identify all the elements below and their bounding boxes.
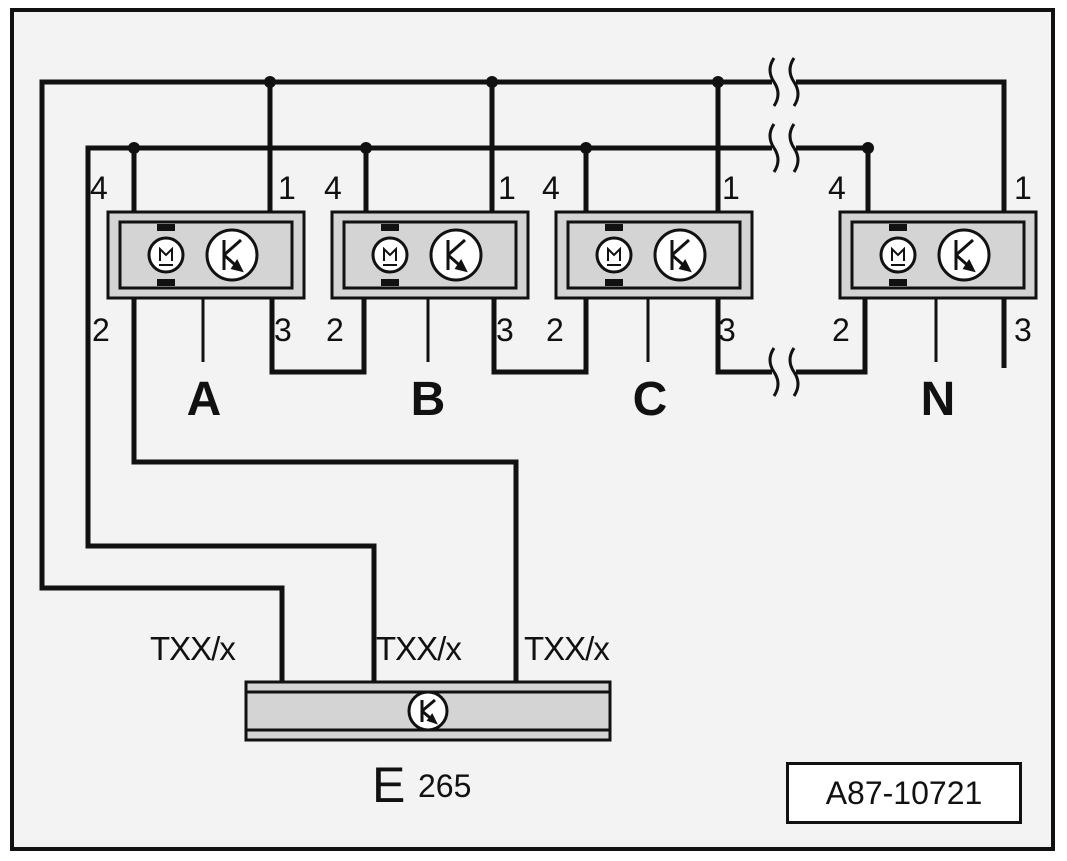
pin-1-label: 1: [1014, 170, 1032, 206]
control-unit-e265: [244, 680, 612, 742]
module-label: N: [920, 373, 956, 426]
pin-3-label: 3: [274, 312, 292, 348]
module-b: [330, 210, 530, 300]
module-c: [554, 210, 754, 300]
pin-4-label: 4: [324, 170, 342, 206]
module-label: A: [186, 373, 222, 426]
pin-2-label: 2: [92, 312, 110, 348]
junction-dot: [580, 142, 592, 154]
wiring: [39, 79, 1007, 682]
break-mark: [768, 347, 780, 397]
break-mark: [768, 123, 780, 173]
junction-dot: [264, 76, 276, 88]
control-unit-name: E: [372, 757, 406, 813]
transistor-icon: [205, 228, 259, 282]
connector-label-1: TXX/x: [150, 630, 236, 667]
pin-3-label: 3: [496, 312, 514, 348]
control-unit-number: 265: [418, 768, 472, 804]
pin-3-label: 3: [718, 312, 736, 348]
junction-dot: [360, 142, 372, 154]
chain-wire-n-end: [796, 298, 868, 375]
junction-dot: [128, 142, 140, 154]
break-mark: [788, 57, 800, 107]
pin-4-label: 4: [542, 170, 560, 206]
outer-bus-wire: [39, 79, 772, 682]
break-mark: [788, 123, 800, 173]
chain-wire-c-n: [715, 298, 772, 375]
break-mark: [768, 57, 780, 107]
junction-dot: [486, 76, 498, 88]
connector-label-2: TXX/x: [376, 630, 462, 667]
junction-dot: [712, 76, 724, 88]
outer-bus-wire-end: [796, 79, 1007, 213]
motor-icon: [879, 224, 917, 286]
pin-1-label: 1: [278, 170, 296, 206]
chain-wire-b-c: [491, 298, 589, 375]
module-a: [106, 210, 306, 300]
pin-1-label: 1: [722, 170, 740, 206]
motor-icon: [147, 224, 185, 286]
junction-dot: [862, 142, 874, 154]
break-marks: [768, 57, 800, 397]
module-label: B: [410, 373, 446, 426]
transistor-icon: [653, 228, 707, 282]
pin-4-label: 4: [90, 170, 108, 206]
break-mark: [788, 347, 800, 397]
pin-3-label: 3: [1014, 312, 1032, 348]
pin-2-label: 2: [326, 312, 344, 348]
connector-label-3: TXX/x: [524, 630, 610, 667]
junction-dots: [128, 76, 874, 154]
module-label: C: [632, 373, 668, 426]
control-unit-symbol-icon: [407, 690, 449, 732]
transistor-icon: [429, 228, 483, 282]
pin-4-label: 4: [828, 170, 846, 206]
pin-2-label: 2: [546, 312, 564, 348]
pin-1-label: 1: [498, 170, 516, 206]
motor-icon: [595, 224, 633, 286]
chain-wire-a-b: [269, 298, 367, 375]
reference-code: A87-10721: [786, 762, 1022, 824]
module-n: [838, 210, 1038, 300]
module-a-to-e265-wire: [131, 298, 519, 682]
pin-2-label: 2: [832, 312, 850, 348]
motor-icon: [371, 224, 409, 286]
transistor-icon: [937, 228, 991, 282]
inner-bus-wire: [85, 145, 772, 682]
